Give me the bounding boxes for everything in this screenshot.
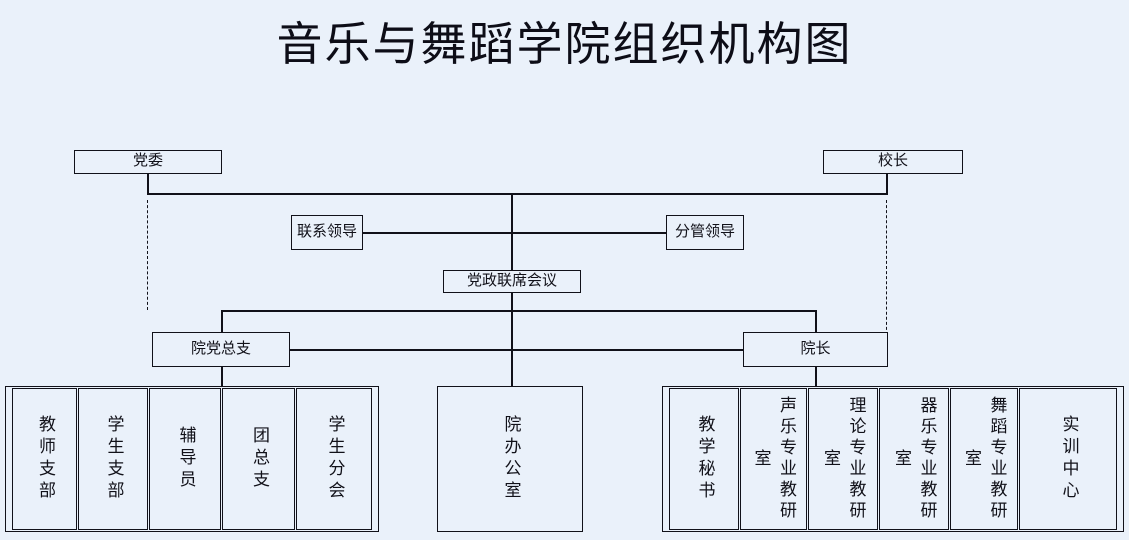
connector-lower-bus [221,310,816,312]
unit-youth-league-branch-label: 团总支 [249,426,269,492]
node-president[interactable]: 校长 [823,150,963,174]
node-party-committee-label: 党委 [132,153,163,170]
connector-branch-dean-link [290,349,743,351]
unit-instrumental-office[interactable]: 器乐专业教研室 [879,388,949,530]
node-dean[interactable]: 院长 [743,332,888,367]
connector-dashed-right [886,200,887,335]
connector-academic-units-drop [815,367,817,386]
unit-teacher-branch[interactable]: 教师支部 [12,388,77,530]
page-title: 音乐与舞蹈学院组织机构图 [276,19,853,70]
node-president-label: 校长 [877,153,908,170]
node-dean-label: 院长 [800,340,831,357]
unit-student-association-label: 学生分会 [325,415,345,503]
connector-dean-stem [815,310,817,332]
node-college-office[interactable]: 院办公室 [437,386,583,532]
unit-training-center[interactable]: 实训中心 [1019,388,1117,530]
connector-center-spine-lower [511,292,513,388]
unit-student-association[interactable]: 学生分会 [296,388,372,530]
node-party-committee[interactable]: 党委 [74,150,222,174]
node-joint-meeting[interactable]: 党政联席会议 [443,270,581,293]
unit-teaching-secretary-label: 教学秘书 [695,415,715,503]
unit-counselor[interactable]: 辅导员 [149,388,221,530]
unit-training-center-label: 实训中心 [1059,415,1079,503]
node-supervising-leader[interactable]: 分管领导 [666,215,744,250]
node-supervising-leader-label: 分管领导 [674,223,735,240]
unit-student-branch[interactable]: 学生支部 [78,388,148,530]
node-joint-meeting-label: 党政联席会议 [466,272,557,289]
node-liaison-leader-label: 联系领导 [296,223,357,240]
unit-theory-office[interactable]: 理论专业教研室 [808,388,878,530]
node-college-party-branch-label: 院党总支 [190,340,251,357]
node-liaison-leader[interactable]: 联系领导 [291,215,363,250]
unit-vocal-music-office-label: 声乐专业教研室 [751,396,797,522]
connector-dashed-left [147,200,148,310]
unit-dance-office-label: 舞蹈专业教研室 [962,396,1007,522]
connector-president-stem [886,174,888,195]
connector-party-units-drop [221,367,223,386]
unit-teacher-branch-label: 教师支部 [35,415,55,503]
unit-vocal-music-office[interactable]: 声乐专业教研室 [740,388,807,530]
node-college-party-branch[interactable]: 院党总支 [152,332,290,367]
connector-party-branch-stem [221,310,223,332]
connector-leader-link [362,232,667,234]
connector-top-bus [147,193,888,195]
unit-youth-league-branch[interactable]: 团总支 [222,388,295,530]
unit-counselor-label: 辅导员 [176,426,196,492]
node-college-office-label: 院办公室 [501,415,521,503]
connector-party-committee-stem [147,174,149,195]
unit-teaching-secretary[interactable]: 教学秘书 [669,388,739,530]
unit-theory-office-label: 理论专业教研室 [821,396,866,522]
unit-student-branch-label: 学生支部 [104,415,124,503]
unit-dance-office[interactable]: 舞蹈专业教研室 [950,388,1018,530]
unit-instrumental-office-label: 器乐专业教研室 [892,396,937,522]
